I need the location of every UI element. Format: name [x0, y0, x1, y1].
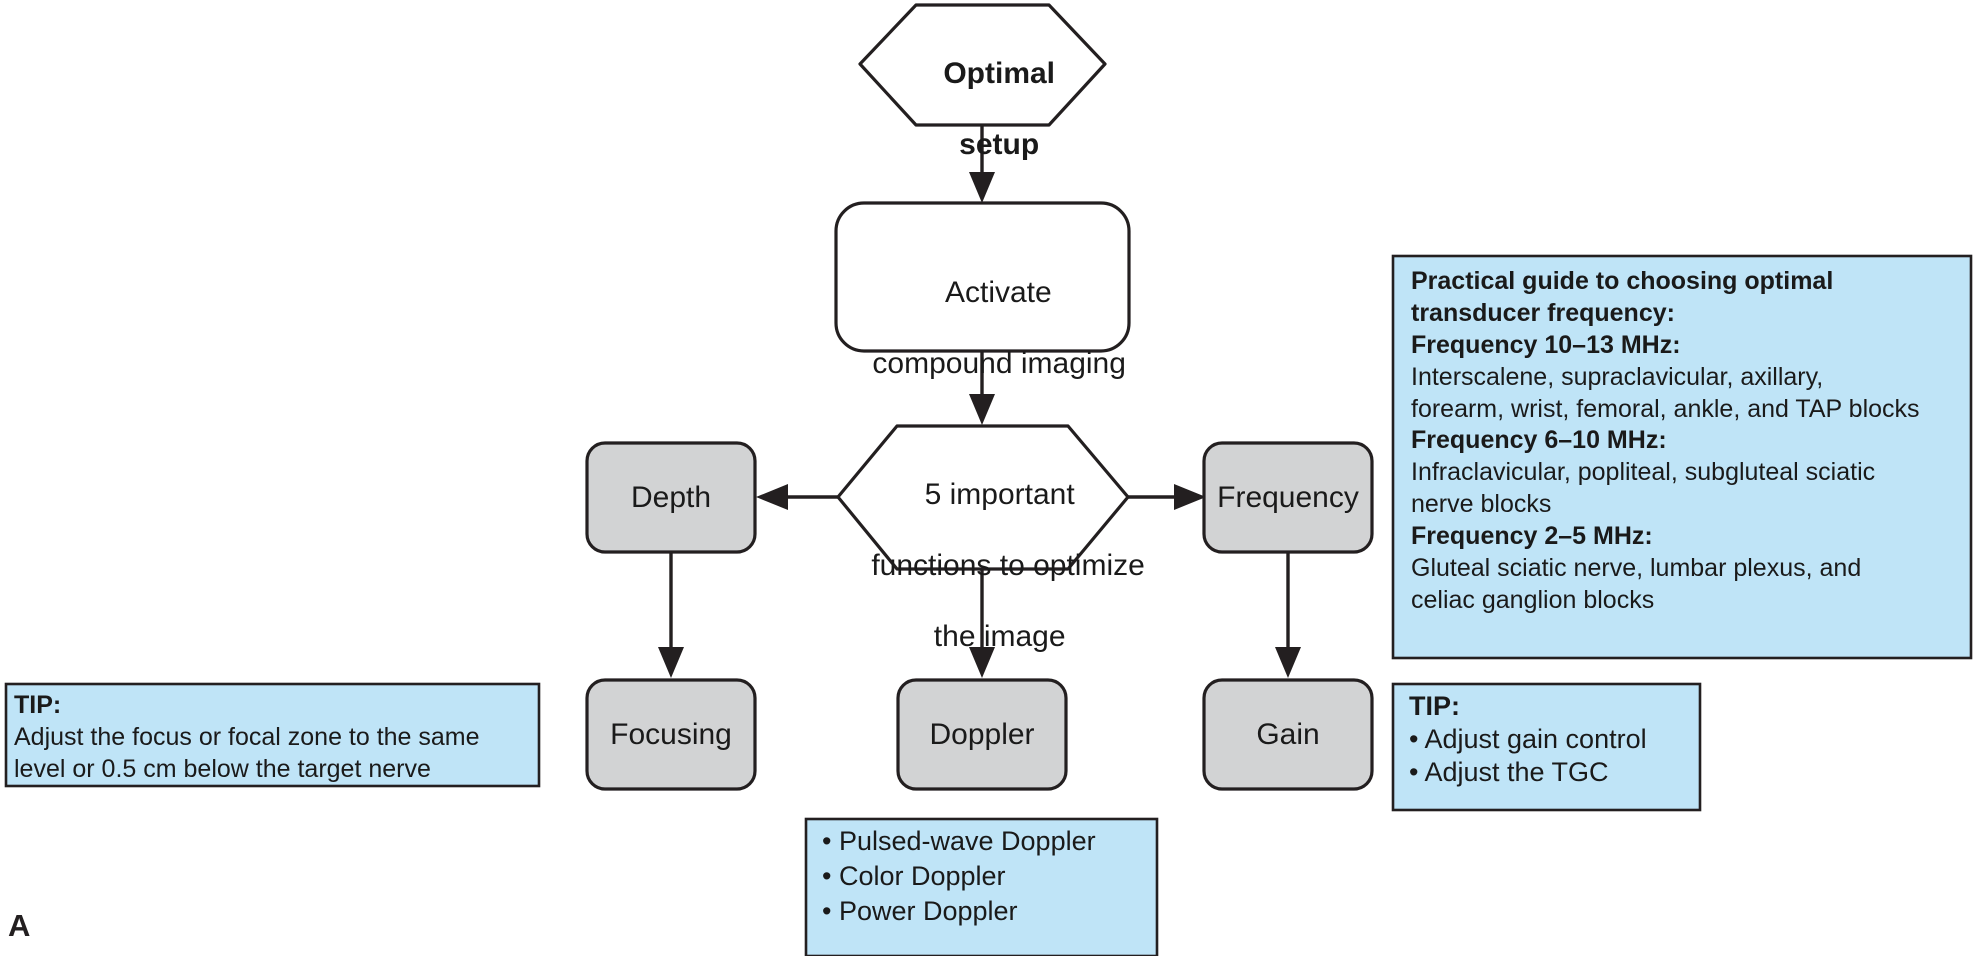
callout-line: Frequency 6–10 MHz: [1411, 426, 1667, 455]
edge-functions-to-depth [756, 484, 838, 510]
node-activate-compound-line2: compound imaging [872, 347, 1126, 381]
node-focusing[interactable] [585, 678, 757, 791]
callout-line: • Pulsed-wave Doppler [822, 826, 1096, 856]
node-five-functions-line1: 5 important [924, 478, 1075, 512]
node-optimal-setup-line2: setup [959, 128, 1040, 162]
node-optimal-setup-label: Optimal setup [860, 21, 1105, 198]
callout-line: transducer frequency: [1411, 298, 1675, 327]
node-optimal-setup-line1: Optimal [943, 57, 1056, 91]
node-five-functions[interactable] [836, 424, 1130, 571]
edge-functions-to-frequency [1127, 484, 1206, 510]
callout-line: • Adjust gain control [1409, 723, 1647, 754]
node-frequency[interactable] [1202, 441, 1374, 554]
callout-line: Adjust the focus or focal zone to the sa… [14, 722, 480, 751]
node-optimal-setup[interactable] [858, 3, 1107, 127]
edge-optimal-to-activate [969, 126, 995, 203]
callout-frequency-guide-box [1391, 254, 1973, 660]
callout-line: Frequency 10–13 MHz: [1411, 330, 1681, 359]
node-gain-label: Gain [1256, 718, 1320, 751]
node-five-functions-line2: functions to optimize [871, 549, 1145, 583]
node-depth[interactable] [585, 441, 757, 554]
node-activate-compound-label: Activate compound imaging [836, 240, 1129, 417]
callout-line: Gluteal sciatic nerve, lumbar plexus, an… [1411, 553, 1862, 582]
callout-line: TIP: [1409, 691, 1460, 721]
callout-focus-tip-box [4, 682, 541, 788]
callout-frequency-guide-text: Practical guide to choosing optimal trans… [1411, 266, 1963, 617]
node-gain[interactable] [1202, 678, 1374, 791]
node-activate-compound[interactable] [834, 201, 1131, 353]
panel-letter: A [8, 908, 31, 943]
callout-focus-tip-text: TIP: Adjust the focus or focal zone to th… [14, 690, 534, 786]
callout-line: Interscalene, supraclavicular, axillary, [1411, 362, 1824, 391]
node-frequency-label: Frequency [1217, 481, 1359, 514]
node-doppler-label: Doppler [929, 718, 1035, 751]
edge-frequency-to-gain [1275, 552, 1301, 678]
callout-line: nerve blocks [1411, 490, 1552, 519]
callout-doppler-modes-text: • Pulsed-wave Doppler • Color Doppler • Po… [822, 824, 1152, 929]
node-five-functions-label: 5 important functions to optimize the im… [838, 442, 1144, 690]
callout-line: Frequency 2–5 MHz: [1411, 522, 1653, 550]
callout-line: Infraclavicular, popliteal, subgluteal s… [1411, 458, 1876, 487]
node-five-functions-line3: the image [933, 619, 1066, 653]
callout-line: celiac ganglion blocks [1411, 585, 1655, 614]
callout-gain-tip-text: TIP:• Adjust gain control• Adjust the TG… [1409, 690, 1699, 789]
callout-line: • Color Doppler [822, 861, 1006, 892]
callout-line: • Power Doppler [822, 896, 1018, 927]
callout-line: level or 0.5 cm below the target nerve [14, 754, 431, 783]
node-doppler[interactable] [896, 678, 1068, 791]
callout-line: TIP: [14, 691, 62, 719]
node-depth-label: Depth [630, 481, 712, 514]
callout-doppler-modes-box [804, 817, 1159, 956]
edge-functions-to-doppler [969, 570, 995, 678]
callout-line: forearm, wrist, femoral, ankle, and TAP … [1411, 394, 1920, 423]
node-focusing-label: Focusing [610, 718, 732, 751]
callout-line: Practical guide to choosing optimal [1411, 267, 1834, 295]
callout-gain-tip-box [1391, 682, 1702, 812]
edge-activate-to-functions [969, 349, 995, 425]
node-activate-compound-line1: Activate [944, 276, 1052, 310]
callout-line: • Adjust the TGC [1409, 756, 1609, 787]
edge-depth-to-focusing [658, 552, 684, 678]
